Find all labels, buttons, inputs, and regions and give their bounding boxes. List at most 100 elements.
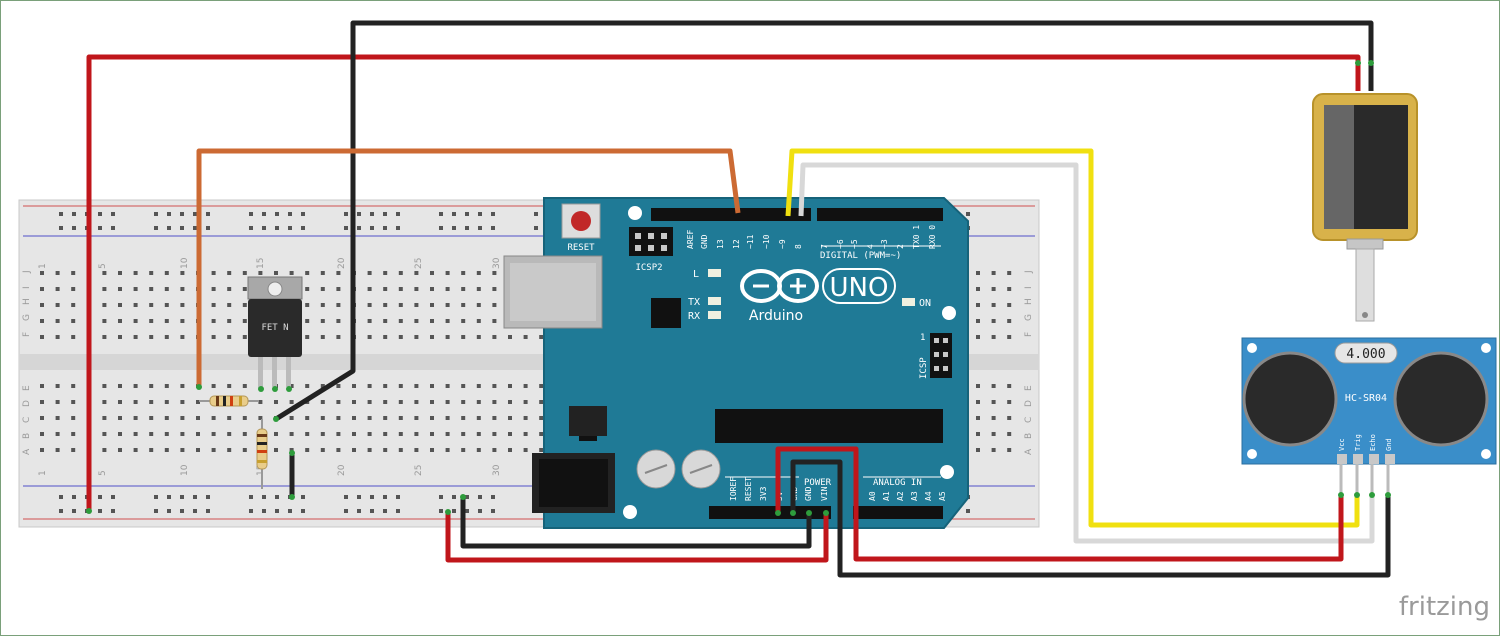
power-header xyxy=(709,506,831,519)
breadboard-hole xyxy=(211,319,216,323)
col-number-10: 10 xyxy=(180,257,190,269)
breadboard-hole xyxy=(508,400,512,404)
rail-hole xyxy=(275,226,279,230)
breadboard-hole xyxy=(102,384,107,388)
breadboard-hole xyxy=(398,303,403,307)
rail-hole xyxy=(193,226,197,230)
breadboard-hole xyxy=(40,287,44,291)
rail-hole xyxy=(357,495,361,499)
breadboard-hole xyxy=(991,448,996,452)
breadboard-hole xyxy=(102,400,107,404)
rail-hole xyxy=(262,509,266,513)
rail-hole xyxy=(72,226,76,230)
breadboard-hole xyxy=(492,416,497,420)
pin-label: 13 xyxy=(716,239,725,249)
led-tx xyxy=(708,297,721,305)
breadboard-hole xyxy=(430,319,434,323)
pin-label: ~3 xyxy=(880,239,889,249)
col-number-30: 30 xyxy=(492,257,502,269)
rail-hole xyxy=(301,509,305,513)
breadboard-hole xyxy=(461,432,466,436)
sensor-pin-label: Vcc xyxy=(1338,438,1346,451)
breadboard-hole xyxy=(414,432,419,436)
breadboard-hole xyxy=(1007,448,1012,452)
breadboard-hole xyxy=(398,319,403,323)
rail-hole xyxy=(344,212,348,216)
rail-hole xyxy=(478,509,482,513)
row-letter-a-right: A xyxy=(1024,448,1034,455)
breadboard-hole xyxy=(976,432,980,436)
icsp2-header xyxy=(629,227,673,256)
breadboard-hole xyxy=(149,319,154,323)
rail-hole xyxy=(491,212,495,216)
wire-red-vin xyxy=(445,512,829,563)
led-tx-label: TX xyxy=(688,297,700,308)
breadboard-hole xyxy=(523,384,528,388)
breadboard-hole xyxy=(305,384,310,388)
breadboard-hole xyxy=(539,432,544,436)
breadboard-hole xyxy=(492,287,497,291)
pin-label: A0 xyxy=(868,491,877,501)
breadboard-hole xyxy=(430,448,434,452)
rail-hole xyxy=(249,226,253,230)
breadboard-hole xyxy=(227,335,232,339)
breadboard-hole xyxy=(118,303,122,307)
rail-hole xyxy=(111,509,115,513)
breadboard-hole xyxy=(180,448,185,452)
rail-hole xyxy=(370,212,374,216)
breadboard-hole xyxy=(55,400,60,404)
breadboard-hole xyxy=(227,432,232,436)
breadboard-hole xyxy=(242,384,247,388)
col-number-1-bottom: 1 xyxy=(38,470,48,476)
breadboard-hole xyxy=(149,271,154,275)
rail-hole xyxy=(59,226,63,230)
breadboard-hole xyxy=(398,335,403,339)
breadboard-hole xyxy=(383,448,388,452)
row-letter-e: E xyxy=(22,385,32,391)
breadboard-hole xyxy=(476,303,481,307)
breadboard-hole xyxy=(274,400,278,404)
breadboard-hole xyxy=(149,432,154,436)
rail-hole xyxy=(357,226,361,230)
breadboard-hole xyxy=(492,432,497,436)
pin-label: RX0 0 xyxy=(928,225,937,249)
sensor-pin-label: Echo xyxy=(1369,434,1377,451)
breadboard-hole xyxy=(539,416,544,420)
breadboard-hole xyxy=(991,384,996,388)
breadboard-hole xyxy=(289,271,294,275)
col-number-10-bottom: 10 xyxy=(180,464,190,476)
rail-hole xyxy=(98,495,102,499)
voltage-regulator xyxy=(569,406,607,436)
breadboard-hole xyxy=(320,384,325,388)
rail-hole xyxy=(180,509,184,513)
rail-hole xyxy=(396,509,400,513)
row-letter-e-right: E xyxy=(1024,385,1034,391)
breadboard-hole xyxy=(461,416,466,420)
crystal-label: 4.000 xyxy=(1346,347,1385,362)
row-letter-i: I xyxy=(22,286,32,289)
breadboard-hole xyxy=(492,271,497,275)
mosfet-label: FET N xyxy=(261,323,288,333)
breadboard-hole xyxy=(476,432,481,436)
rail-hole xyxy=(262,226,266,230)
col-number-30-bottom: 30 xyxy=(492,464,502,476)
breadboard-hole xyxy=(164,416,169,420)
breadboard-hole xyxy=(367,416,372,420)
breadboard-hole xyxy=(991,416,996,420)
breadboard-hole xyxy=(227,303,232,307)
row-letter-i-right: I xyxy=(1024,286,1034,289)
breadboard-hole xyxy=(383,287,388,291)
breadboard-hole xyxy=(445,432,450,436)
breadboard-hole xyxy=(242,335,247,339)
breadboard-hole xyxy=(133,432,138,436)
breadboard-hole xyxy=(227,384,232,388)
icsp-header xyxy=(930,333,952,378)
breadboard-hole xyxy=(336,416,341,420)
pin-label: A3 xyxy=(910,491,919,501)
breadboard-hole xyxy=(258,416,263,420)
rail-hole xyxy=(193,495,197,499)
breadboard-hole xyxy=(133,384,138,388)
breadboard-hole xyxy=(133,400,138,404)
rail-hole xyxy=(465,212,469,216)
